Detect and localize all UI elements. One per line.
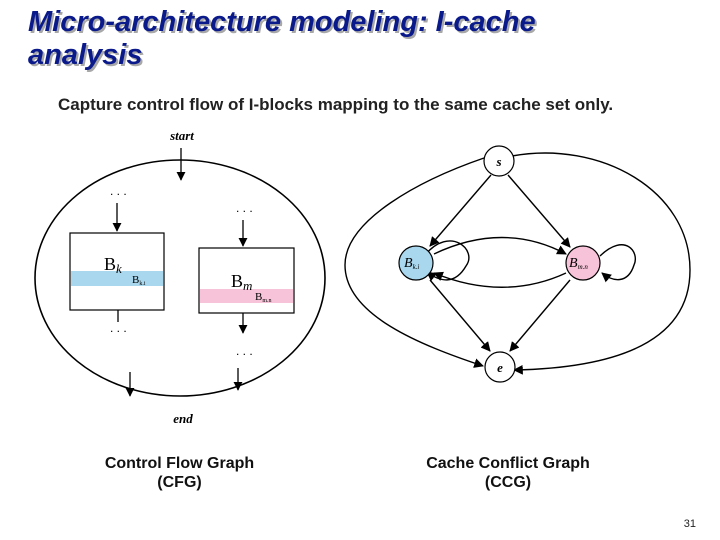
cfg-caption: Control Flow Graph (CFG): [72, 454, 287, 492]
ccg-self-loop-mn: [599, 244, 636, 283]
ccg-edge-s-to-ki: [429, 174, 492, 247]
svg-text:Bk.i: Bk.i: [404, 256, 419, 271]
cfg-block-bk-cache-line: [71, 271, 163, 286]
page-number: 31: [683, 518, 696, 530]
slide-subtitle: Capture control flow of I-blocks mapping…: [58, 95, 614, 114]
cfg-block-bm-sub: m: [243, 278, 252, 293]
ccg-node-s-label: s: [495, 154, 501, 169]
svg-text:Bm.n: Bm.n: [255, 291, 272, 304]
ccg-node-e-label: e: [497, 360, 503, 375]
ccg-node-ki-sub: k.i: [413, 263, 420, 271]
cfg-start-label: start: [169, 128, 194, 143]
slide-title: Micro-architecture modeling: I-cache ana…: [28, 6, 536, 71]
cfg-block-bk-sub: k: [116, 261, 122, 276]
cfg-caption-line1: Control Flow Graph: [104, 455, 255, 472]
ccg-edge-s-to-e-outer: [511, 152, 691, 375]
ccg-caption: Cache Conflict Graph (CCG): [402, 454, 614, 492]
cfg-block-bm-line-sub: m.n: [262, 298, 271, 304]
ccg-edge-mn-to-e: [509, 279, 571, 352]
cfg-block-bk: Bk Bk.i: [69, 232, 165, 311]
ccg-caption-line1: Cache Conflict Graph: [426, 455, 590, 472]
svg-text:Bk: Bk: [104, 254, 122, 276]
cfg-caption-line2: (CFG): [157, 474, 202, 491]
ccg-node-ki: Bk.i: [398, 245, 434, 281]
cfg-ellipsis-bottom-right: . . .: [236, 344, 253, 358]
ccg-node-ki-label: B: [404, 256, 413, 271]
ccg-edge-ki-to-mn: [433, 236, 567, 255]
cfg-block-bm-label: B: [231, 271, 243, 291]
svg-text:Bm.n: Bm.n: [569, 256, 588, 271]
ccg-node-mn: Bm.n: [565, 245, 601, 281]
cfg-end-label: end: [173, 411, 193, 426]
cfg-block-bm-line-label: B: [255, 291, 262, 303]
ccg-edge-ki-to-e: [429, 279, 491, 352]
ccg-node-mn-sub: m.n: [578, 263, 589, 271]
cfg-ellipsis-top-left: . . .: [110, 184, 127, 198]
cfg-block-bk-line-sub: k.i: [139, 281, 146, 287]
ccg-caption-line2: (CCG): [484, 474, 532, 491]
cfg-block-bm: Bm Bm.n: [198, 247, 295, 314]
cfg-diagram: start . . . . . . Bk Bk.i Bm Bm.n: [34, 128, 326, 426]
ccg-edge-s-to-mn: [507, 174, 571, 248]
cfg-loop-ellipse: [34, 159, 326, 397]
ccg-diagram: s Bk.i Bm.n e: [344, 145, 691, 383]
cfg-ellipsis-top-right: . . .: [236, 201, 253, 215]
cfg-ellipsis-bottom-left: . . .: [110, 321, 127, 335]
ccg-node-mn-label: B: [569, 256, 578, 271]
cfg-block-bk-line-label: B: [132, 274, 139, 286]
svg-text:Bk.i: Bk.i: [132, 274, 146, 287]
ccg-edge-mn-to-ki: [433, 271, 567, 288]
ccg-node-e: e: [484, 351, 516, 383]
svg-text:Bm: Bm: [231, 271, 252, 293]
ccg-node-s: s: [483, 145, 515, 177]
cfg-block-bm-cache-line: [200, 289, 293, 303]
cfg-block-bk-label: B: [104, 254, 116, 274]
ccg-edge-s-to-e-left: [344, 157, 485, 368]
